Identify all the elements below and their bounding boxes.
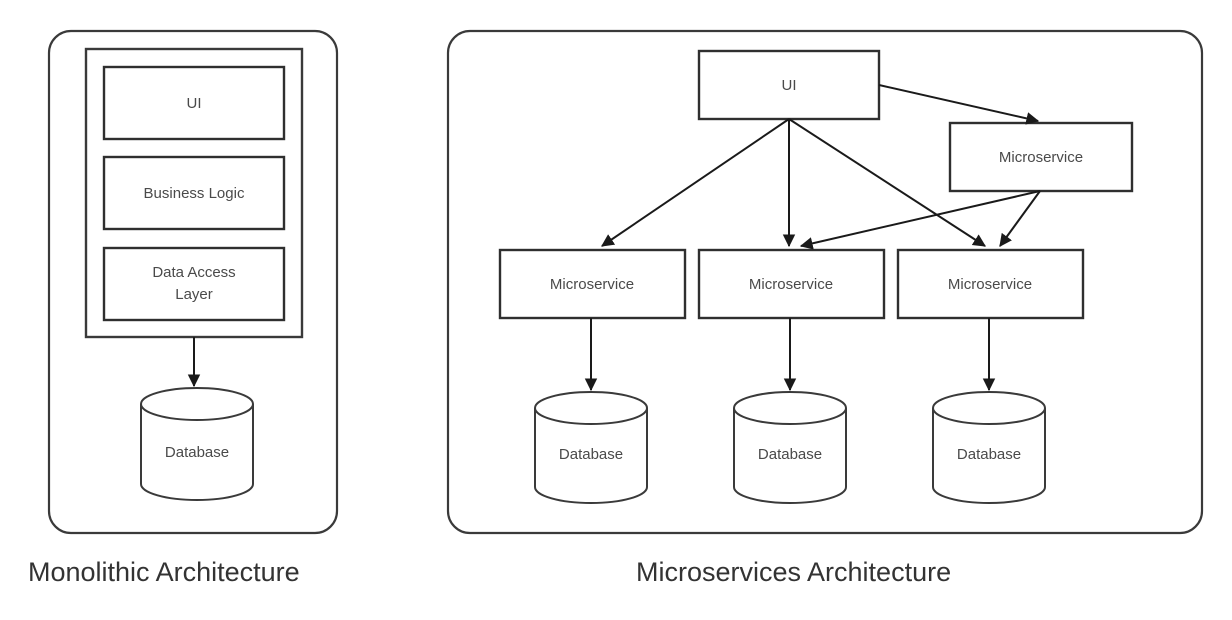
microservices-database-1-top xyxy=(534,391,648,425)
monolith-layer-data-access-box[interactable] xyxy=(102,246,286,322)
microservices-service-1-box[interactable] xyxy=(498,248,687,320)
microservices-panel-group: UI Microservice Microservice Microservic… xyxy=(446,29,1204,535)
monolith-layer-data-access-label-line2: Layer xyxy=(175,286,213,303)
microservices-database-1-body xyxy=(534,408,648,504)
microservices-database-1-label: Database xyxy=(559,446,623,463)
microservices-service-1[interactable]: Microservice xyxy=(498,248,687,320)
microservices-database-2[interactable]: Database xyxy=(733,391,847,504)
microservices-service-3[interactable]: Microservice xyxy=(896,248,1085,320)
microservices-database-3-body xyxy=(932,408,1046,504)
microservices-edge-ui-to-service-1 xyxy=(601,118,790,247)
microservices-database-3-label: Database xyxy=(957,446,1021,463)
monolith-database-top xyxy=(140,387,254,421)
microservices-ui-label: UI xyxy=(782,77,797,94)
microservices-database-2-top xyxy=(733,391,847,425)
microservices-caption: Microservices Architecture xyxy=(636,557,952,587)
microservices-edge-ui-to-top-service xyxy=(878,84,1040,125)
monolith-panel-group: UI Business Logic Data Access Layer Data… xyxy=(47,29,339,535)
monolith-layer-ui-label: UI xyxy=(187,95,202,112)
monolith-layer-data-access-label-line1: Data Access xyxy=(152,264,235,281)
microservices-database-1[interactable]: Database xyxy=(534,391,648,504)
monolith-layer-business-logic[interactable]: Business Logic xyxy=(102,155,286,231)
microservices-database-2-label: Database xyxy=(758,446,822,463)
monolith-layer-ui-box[interactable] xyxy=(102,65,286,141)
microservices-ui[interactable]: UI xyxy=(697,49,881,121)
microservices-service-3-box[interactable] xyxy=(896,248,1085,320)
monolith-database-body xyxy=(140,404,254,501)
microservices-edge-top-service-to-service-3 xyxy=(999,190,1041,247)
microservices-edge-ui-to-service-3 xyxy=(788,118,986,247)
microservices-database-2-body xyxy=(733,408,847,504)
microservices-service-1-label: Microservice xyxy=(550,276,634,293)
microservices-service-2-box[interactable] xyxy=(697,248,886,320)
microservices-service-3-label: Microservice xyxy=(948,276,1032,293)
microservices-top-service-label: Microservice xyxy=(999,149,1083,166)
microservices-database-3[interactable]: Database xyxy=(932,391,1046,504)
microservices-top-service[interactable]: Microservice xyxy=(948,121,1134,193)
microservices-service-2[interactable]: Microservice xyxy=(697,248,886,320)
microservices-top-service-box[interactable] xyxy=(948,121,1134,193)
monolith-layer-business-logic-box[interactable] xyxy=(102,155,286,231)
monolith-database[interactable]: Database xyxy=(140,387,254,501)
microservices-service-2-label: Microservice xyxy=(749,276,833,293)
microservices-database-3-top xyxy=(932,391,1046,425)
monolith-database-label: Database xyxy=(165,444,229,461)
monolith-layer-data-access[interactable]: Data Access Layer xyxy=(102,246,286,322)
monolith-layer-business-logic-label: Business Logic xyxy=(144,185,245,202)
monolith-layer-ui[interactable]: UI xyxy=(102,65,286,141)
monolith-caption: Monolithic Architecture xyxy=(28,557,300,587)
microservices-edge-top-service-to-service-2 xyxy=(799,190,1041,250)
